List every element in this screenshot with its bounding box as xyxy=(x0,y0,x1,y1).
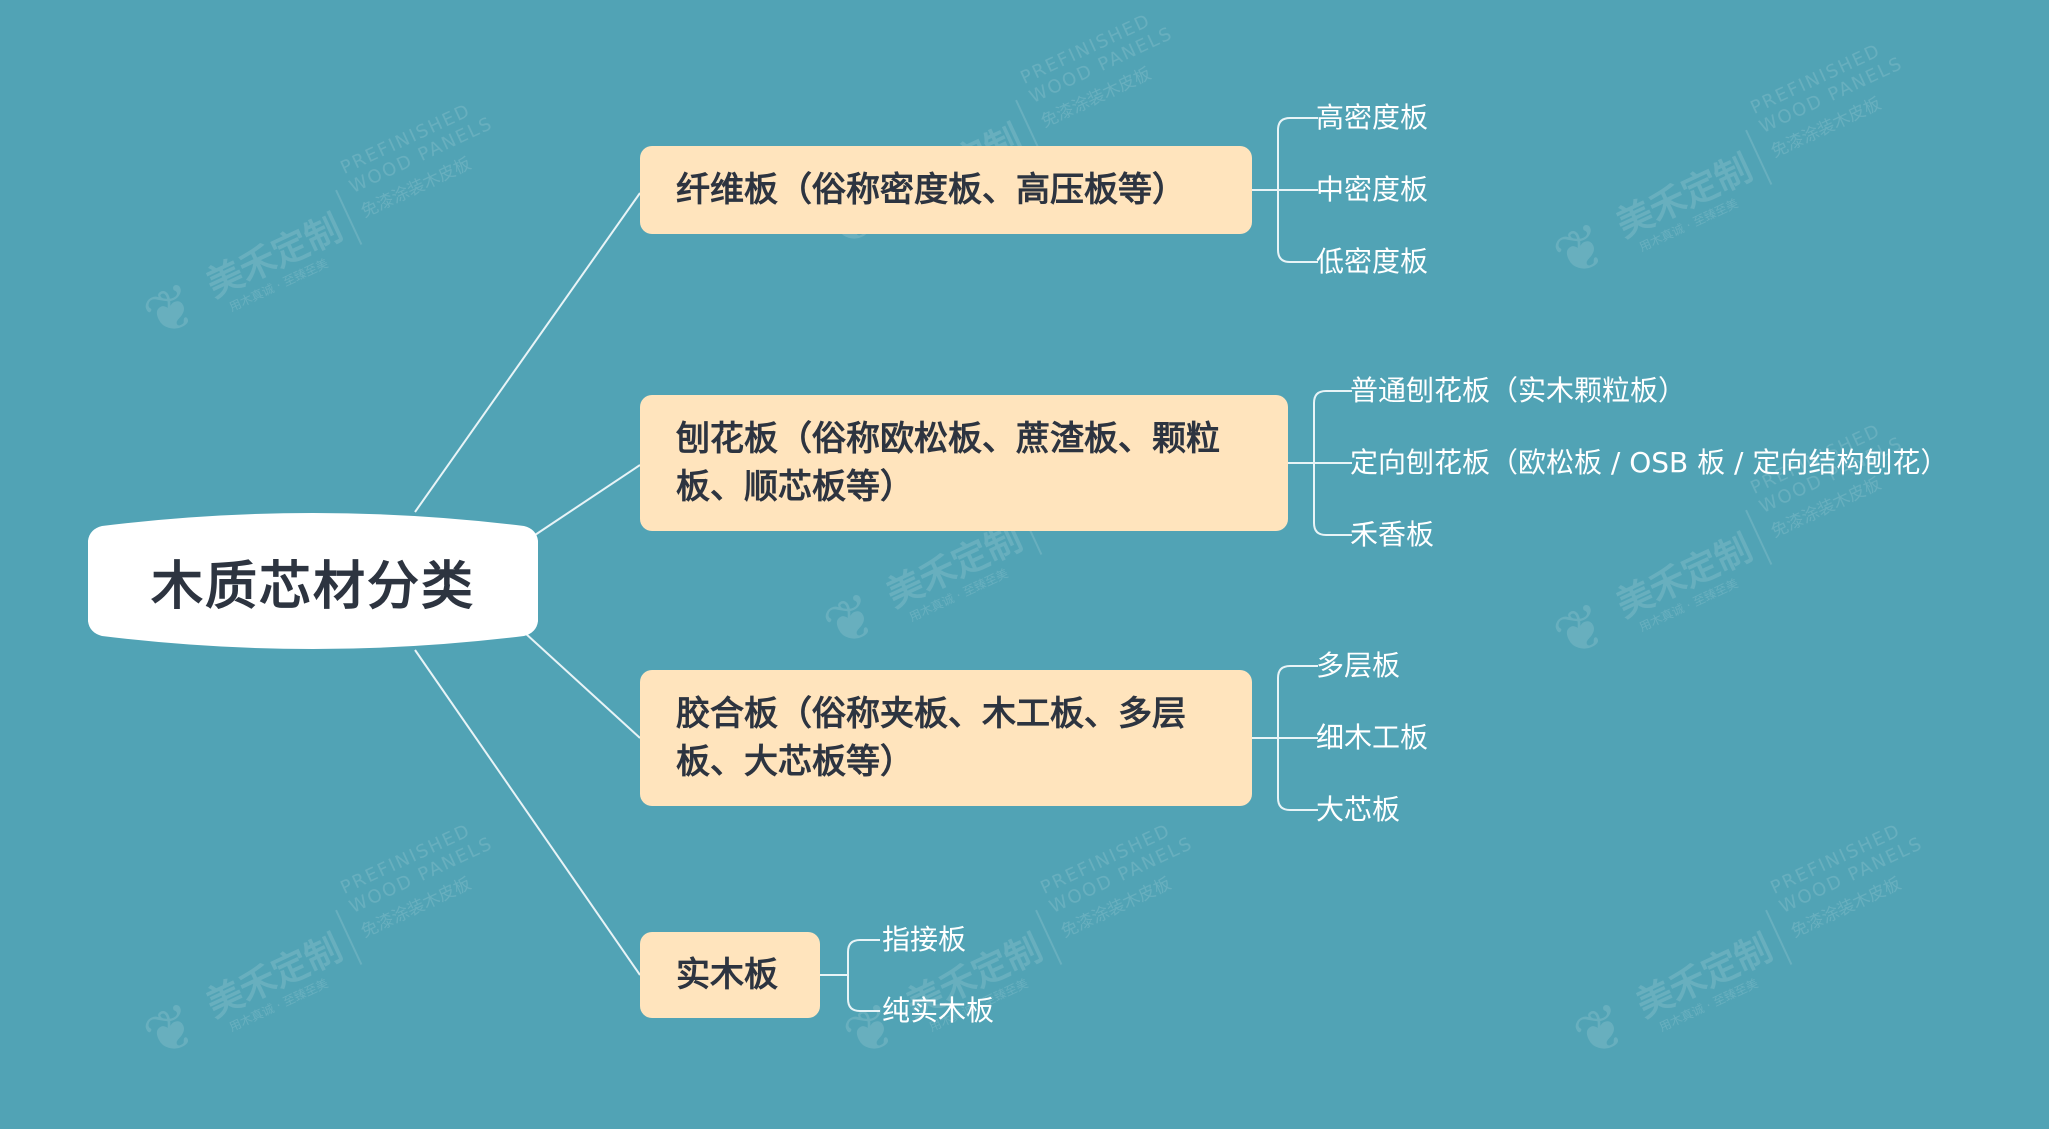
leaf-node: 禾香板 xyxy=(1350,518,1435,551)
branch-label: 实木板 xyxy=(676,955,778,995)
branch-node-particleboard: 刨花板（俗称欧松板、蔗渣板、颗粒板、顺芯板等） xyxy=(640,395,1288,531)
branch-node-plywood: 胶合板（俗称夹板、木工板、多层板、大芯板等） xyxy=(640,670,1252,806)
leaf-node: 指接板 xyxy=(882,923,967,956)
leaf-bracket xyxy=(847,939,880,1012)
root-to-branch-line xyxy=(414,192,641,513)
leaf-node: 普通刨花板（实木颗粒板） xyxy=(1350,374,1687,407)
root-to-branch-line xyxy=(534,464,641,536)
leaf-node: 中密度板 xyxy=(1316,173,1429,206)
leaf-node: 低密度板 xyxy=(1316,245,1429,278)
root-to-branch-line xyxy=(524,632,641,739)
root-node: 木质芯材分类 xyxy=(88,508,538,654)
root-shape xyxy=(88,513,538,649)
root-to-branch-line xyxy=(414,649,641,976)
branch-label: 刨花板（俗称欧松板、蔗渣板、颗粒板、顺芯板等） xyxy=(676,419,1220,507)
branch-label: 纤维板（俗称密度板、高压板等） xyxy=(676,170,1186,210)
branch-label: 胶合板（俗称夹板、木工板、多层板、大芯板等） xyxy=(676,694,1186,782)
leaf-node: 多层板 xyxy=(1316,649,1401,682)
leaf-node: 纯实木板 xyxy=(882,994,995,1027)
branch-node-solid-wood: 实木板 xyxy=(640,932,820,1018)
root-label: 木质芯材分类 xyxy=(150,556,475,617)
leaf-node: 细木工板 xyxy=(1316,721,1429,754)
leaf-node: 高密度板 xyxy=(1316,101,1429,134)
branch-node-fiberboard: 纤维板（俗称密度板、高压板等） xyxy=(640,146,1252,234)
leaf-node: 定向刨花板（欧松板 / OSB 板 / 定向结构刨花） xyxy=(1350,446,1949,479)
leaf-node: 大芯板 xyxy=(1316,793,1401,826)
